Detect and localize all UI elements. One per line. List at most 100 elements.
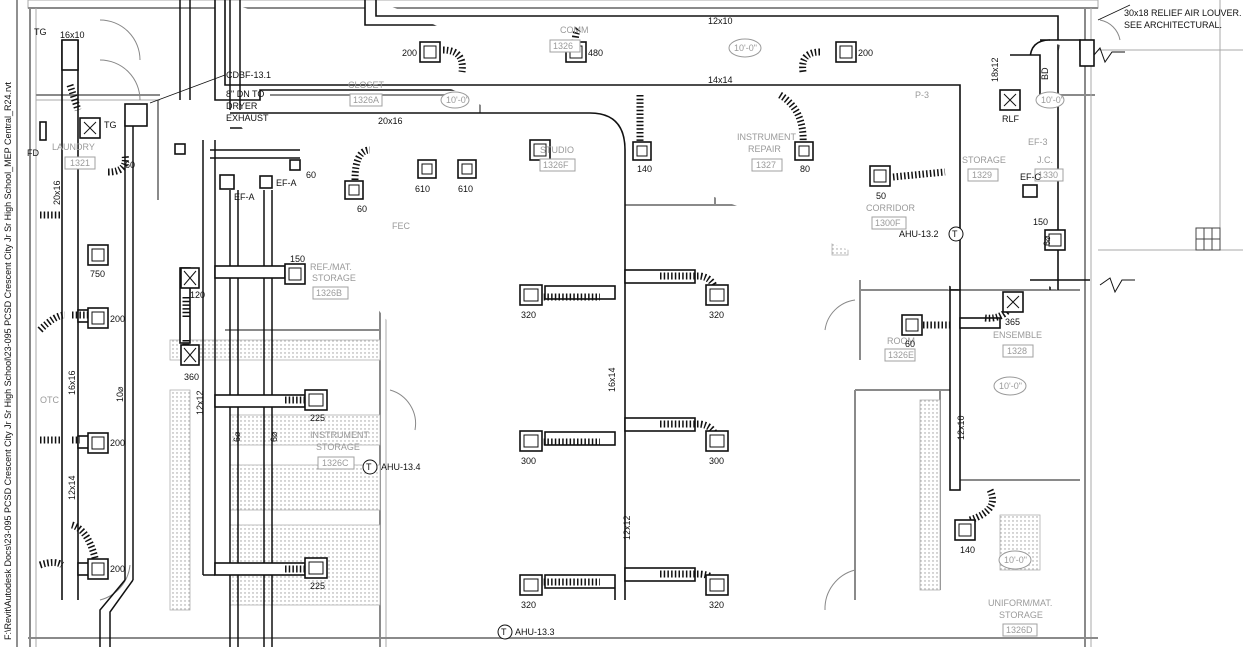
room-name2-instrument-repair: REPAIR <box>748 144 781 154</box>
diffuser <box>180 344 200 366</box>
room-name-jc: J.C. <box>1037 155 1053 165</box>
airflow: 610 <box>458 184 473 194</box>
diffuser <box>87 307 109 329</box>
dryer-note-line3: EXHAUST <box>226 113 269 123</box>
room-number-laundry: 1321 <box>70 158 90 168</box>
thermostat-icon <box>497 624 513 640</box>
airflow: 225 <box>310 413 325 423</box>
duct-size: 14x14 <box>708 75 733 85</box>
airflow: 200 <box>858 48 873 58</box>
duct-size-labels: 12x10 14x14 20x16 16x10 20x16 16x16 12x1… <box>52 16 1052 540</box>
diffuser <box>999 89 1021 111</box>
duct-size: 12x12 <box>195 390 205 415</box>
airflow: 225 <box>310 581 325 591</box>
airflow: 320 <box>521 600 536 610</box>
airflow: 365 <box>1005 317 1020 327</box>
room-name-uniform: UNIFORM/MAT. <box>988 598 1052 608</box>
airflow: 480 <box>588 48 603 58</box>
dryer-note-line1: 8" DN TO <box>226 89 264 99</box>
room-number-jc: 1330 <box>1038 170 1058 180</box>
equipment-labels: TG TG FD CDBF-13.1 8" DN TO DRYER EXHAUS… <box>27 27 1050 231</box>
diffuser <box>87 432 109 454</box>
tag-ef-c: EF-C <box>1020 172 1041 182</box>
dryer-note-line2: DRYER <box>226 101 258 111</box>
airflow: 80 <box>800 164 810 174</box>
tag-rlf: RLF <box>1002 114 1020 124</box>
thermostat-icon <box>362 459 378 475</box>
tag-tg: TG <box>34 27 47 37</box>
tag-ef-a: EF-A <box>234 192 255 202</box>
ceiling-height: 10'-0" <box>999 381 1022 391</box>
tag-ef-3: EF-3 <box>1028 137 1048 147</box>
room-number-closet: 1326A <box>353 95 379 105</box>
diffuser <box>79 117 101 139</box>
ceiling-height: 10'-0" <box>1041 95 1064 105</box>
room-number-instrument-storage: 1326C <box>322 458 349 468</box>
diffuser <box>289 159 301 171</box>
ceiling-height: 10'-0" <box>1004 555 1027 565</box>
airflow: 60 <box>357 204 367 214</box>
diffuser <box>835 41 857 63</box>
thermostat-symbol: T <box>366 462 372 472</box>
airflow-labels: 200 480 200 60 610 610 140 80 50 150 750… <box>90 48 1048 610</box>
room-number-ref-mat: 1326B <box>316 288 342 298</box>
thermostat-ahu-13-4: AHU-13.4 <box>381 462 421 472</box>
diffuser <box>705 430 729 452</box>
diffuser <box>869 165 891 187</box>
ceiling-height: 10'-0" <box>446 95 469 105</box>
diffuser <box>794 141 814 161</box>
diffuser <box>954 519 976 541</box>
duct-size: 6⌀ <box>1042 235 1052 246</box>
room-name-comm: COMM <box>560 25 589 35</box>
diffuser <box>124 103 148 127</box>
airflow: 200 <box>110 564 125 574</box>
diffuser <box>284 263 306 285</box>
airflow: 140 <box>637 164 652 174</box>
diffuser <box>457 159 477 179</box>
duct-size: 16x10 <box>60 30 85 40</box>
relief-louver-note: 30x18 RELIEF AIR LOUVER. SEE ARCHITECTUR… <box>1124 8 1242 30</box>
louver-note-line2: SEE ARCHITECTURAL. <box>1124 20 1222 30</box>
duct-size: 12x10 <box>956 415 966 440</box>
airflow: 200 <box>110 438 125 448</box>
airflow: 60 <box>905 339 915 349</box>
duct-size: 12x12 <box>622 515 632 540</box>
diffuser <box>180 267 200 289</box>
room-name-laundry: LAUNDRY <box>52 142 95 152</box>
tag-fec: FEC <box>392 221 411 231</box>
room-name-instrument-storage: INSTRUMENT <box>310 430 369 440</box>
room-number-corridor: 1300F <box>875 218 901 228</box>
ceiling-heights: 10'-0" 10'-0" 10'-0" 10'-0" 10'-0" <box>440 38 1065 570</box>
diffuser <box>419 41 441 63</box>
room-name2-ref-mat: STORAGE <box>312 273 356 283</box>
diffuser <box>632 141 652 161</box>
tag-p3: P-3 <box>915 90 929 100</box>
room-name-otc: OTC <box>40 395 59 405</box>
diffuser <box>259 175 273 189</box>
ductwork <box>61 0 1135 647</box>
tag-bd: BD <box>1040 67 1050 80</box>
duct-size: 18x12 <box>990 57 1000 82</box>
diffuser <box>519 430 543 452</box>
room-name-closet: CLOSET <box>348 80 385 90</box>
airflow: 300 <box>521 456 536 466</box>
sidebar-file-path: F:\Revit\Autodesk Docs\23-095 PCSD Cresc… <box>3 81 13 640</box>
thermostat-icon <box>948 226 964 242</box>
duct-size: 16x14 <box>607 367 617 392</box>
diffuser <box>705 284 729 306</box>
airflow: 360 <box>184 372 199 382</box>
room-name2-instrument-storage: STORAGE <box>316 442 360 452</box>
diffuser <box>87 244 109 266</box>
diffuser <box>87 558 109 580</box>
duct-size: 6⌀ <box>269 431 279 442</box>
diffuser <box>901 314 923 336</box>
room-number-studio: 1326F <box>543 160 569 170</box>
diffuser <box>304 557 328 579</box>
airflow: 320 <box>709 600 724 610</box>
room-name-corridor: CORRIDOR <box>866 203 915 213</box>
diffuser <box>519 284 543 306</box>
room-number-instrument-repair: 1327 <box>756 160 776 170</box>
airflow: 150 <box>290 254 305 264</box>
tag-fd: FD <box>27 148 39 158</box>
